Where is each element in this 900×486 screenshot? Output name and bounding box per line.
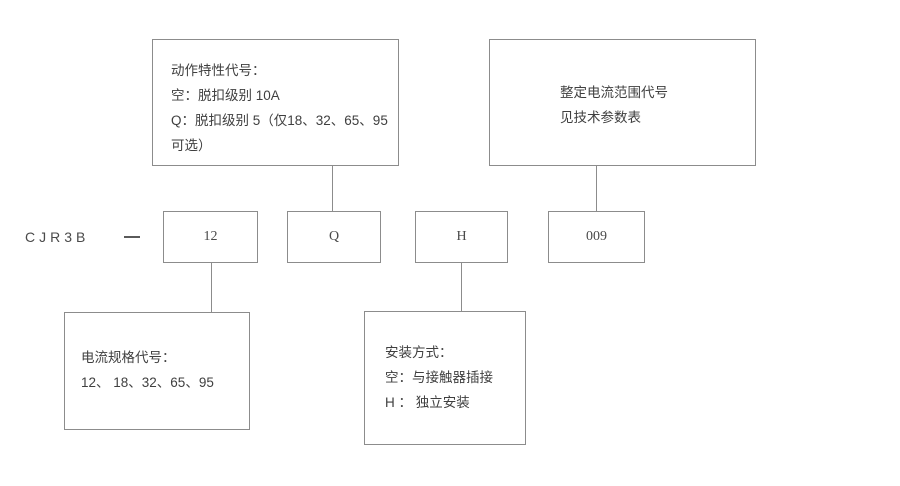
code-value: 12 xyxy=(203,229,218,244)
description-box-mounting-type: 安装方式： 空：与接触器插接 H ： 独立安装 xyxy=(364,311,526,445)
description-line: 动作特性代号： xyxy=(171,63,266,78)
code-value: H xyxy=(456,229,467,244)
description-box-current-rating: 电流规格代号： 12、 18、32、65、95 xyxy=(64,312,250,430)
description-line: 可选） xyxy=(171,138,212,153)
code-value: 009 xyxy=(586,229,607,244)
code-value: Q xyxy=(328,229,340,244)
connector-setting-current-range xyxy=(596,166,597,211)
code-box-current-rating[interactable]: 12 xyxy=(163,211,258,263)
connector-action-characteristic xyxy=(332,166,333,211)
description-line: 电流规格代号： xyxy=(81,350,176,365)
connector-mounting-type xyxy=(461,263,462,311)
description-line: H ： 独立安装 xyxy=(385,395,470,410)
connector-current-rating xyxy=(211,263,212,312)
description-line: Q：脱扣级别 5（仅18、32、65、95 xyxy=(171,113,388,128)
code-box-mounting-type[interactable]: H xyxy=(415,211,508,263)
model-prefix: CJR3B xyxy=(25,229,90,245)
description-line: 见技术参数表 xyxy=(560,110,641,125)
description-line: 整定电流范围代号 xyxy=(560,85,668,100)
description-box-action-characteristic: 动作特性代号： 空：脱扣级别 10A Q：脱扣级别 5（仅18、32、65、95… xyxy=(152,39,399,166)
description-line: 空：与接触器插接 xyxy=(385,370,493,385)
separator-dash xyxy=(124,236,140,238)
code-box-setting-current-range[interactable]: 009 xyxy=(548,211,645,263)
description-line: 空：脱扣级别 10A xyxy=(171,88,280,103)
description-line: 安装方式： xyxy=(385,345,453,360)
description-box-setting-current-range: 整定电流范围代号 见技术参数表 xyxy=(489,39,756,166)
description-line: 12、 18、32、65、95 xyxy=(81,375,214,390)
code-box-action-characteristic[interactable]: Q xyxy=(287,211,381,263)
